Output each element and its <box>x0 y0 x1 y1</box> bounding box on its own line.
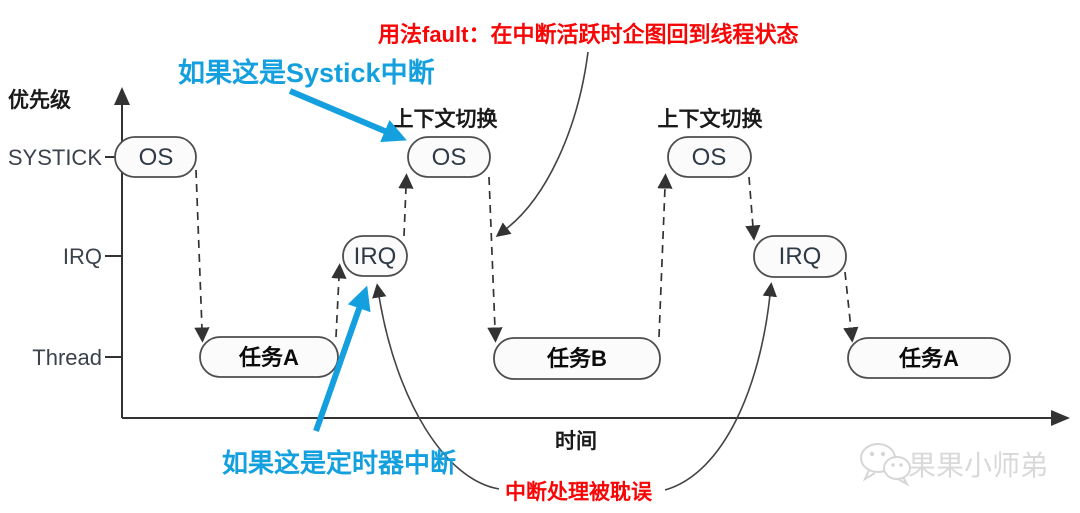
watermark: 果果小师弟 <box>860 443 1048 487</box>
curve-usage-fault-arrow <box>495 51 589 237</box>
context-switch-label-right: 上下文切换 <box>658 107 764 131</box>
blue-arrow-systick <box>288 88 407 143</box>
node-taskA-2: 任务A <box>847 337 1011 379</box>
level-label-irq: IRQ <box>63 244 102 269</box>
wechat-icon <box>860 443 911 487</box>
y-axis <box>105 87 130 418</box>
y-axis-arrowhead <box>114 87 130 105</box>
node-label: OS <box>139 144 174 171</box>
annotation-timer-note: 如果这是定时器中断 <box>222 448 456 478</box>
y-axis-title: 优先级 <box>8 88 71 112</box>
annotation-systick-note: 如果这是Systick中断 <box>178 57 435 88</box>
node-label: 任务B <box>546 346 607 371</box>
node-os-3: OS <box>667 136 752 178</box>
level-label-thread: Thread <box>32 345 102 370</box>
level-label-systick: SYSTICK <box>8 145 102 170</box>
blue-arrow-timer <box>313 285 371 432</box>
node-taskB: 任务B <box>493 337 661 380</box>
curve-delay-left-arrow <box>372 283 500 490</box>
node-label: IRQ <box>354 243 397 270</box>
node-os-2: OS <box>407 136 491 178</box>
connector-os1-to-taskA1 <box>194 169 210 343</box>
node-label: OS <box>432 144 467 171</box>
node-irq-2: IRQ <box>753 235 847 278</box>
connector-os3-to-irq2 <box>745 176 761 241</box>
node-irq-1: IRQ <box>342 235 408 277</box>
node-os-1: OS <box>114 136 197 178</box>
annotation-delay-note: 中断处理被耽误 <box>505 480 653 504</box>
connector-irq2-to-taskA2 <box>843 271 859 343</box>
x-axis <box>122 410 1070 426</box>
node-taskA-1: 任务A <box>199 336 339 378</box>
connector-taskA1-to-irq1 <box>331 263 347 338</box>
node-label: IRQ <box>779 243 822 270</box>
node-label: 任务A <box>898 346 959 371</box>
curve-delay-right-arrow <box>664 282 778 491</box>
connector-taskB-to-os3 <box>657 173 673 338</box>
annotation-usage-fault: 用法fault：在中断活跃时企图回到线程状态 <box>378 22 798 47</box>
watermark-text: 果果小师弟 <box>908 450 1048 481</box>
node-label: OS <box>692 144 727 171</box>
context-switch-label-left: 上下文切换 <box>393 107 499 131</box>
x-axis-title: 时间 <box>555 430 597 453</box>
connector-irq1-to-os2 <box>398 173 414 237</box>
node-label: 任务A <box>238 345 299 370</box>
x-axis-arrowhead <box>1051 410 1070 426</box>
connector-os2-to-taskB <box>487 176 503 343</box>
